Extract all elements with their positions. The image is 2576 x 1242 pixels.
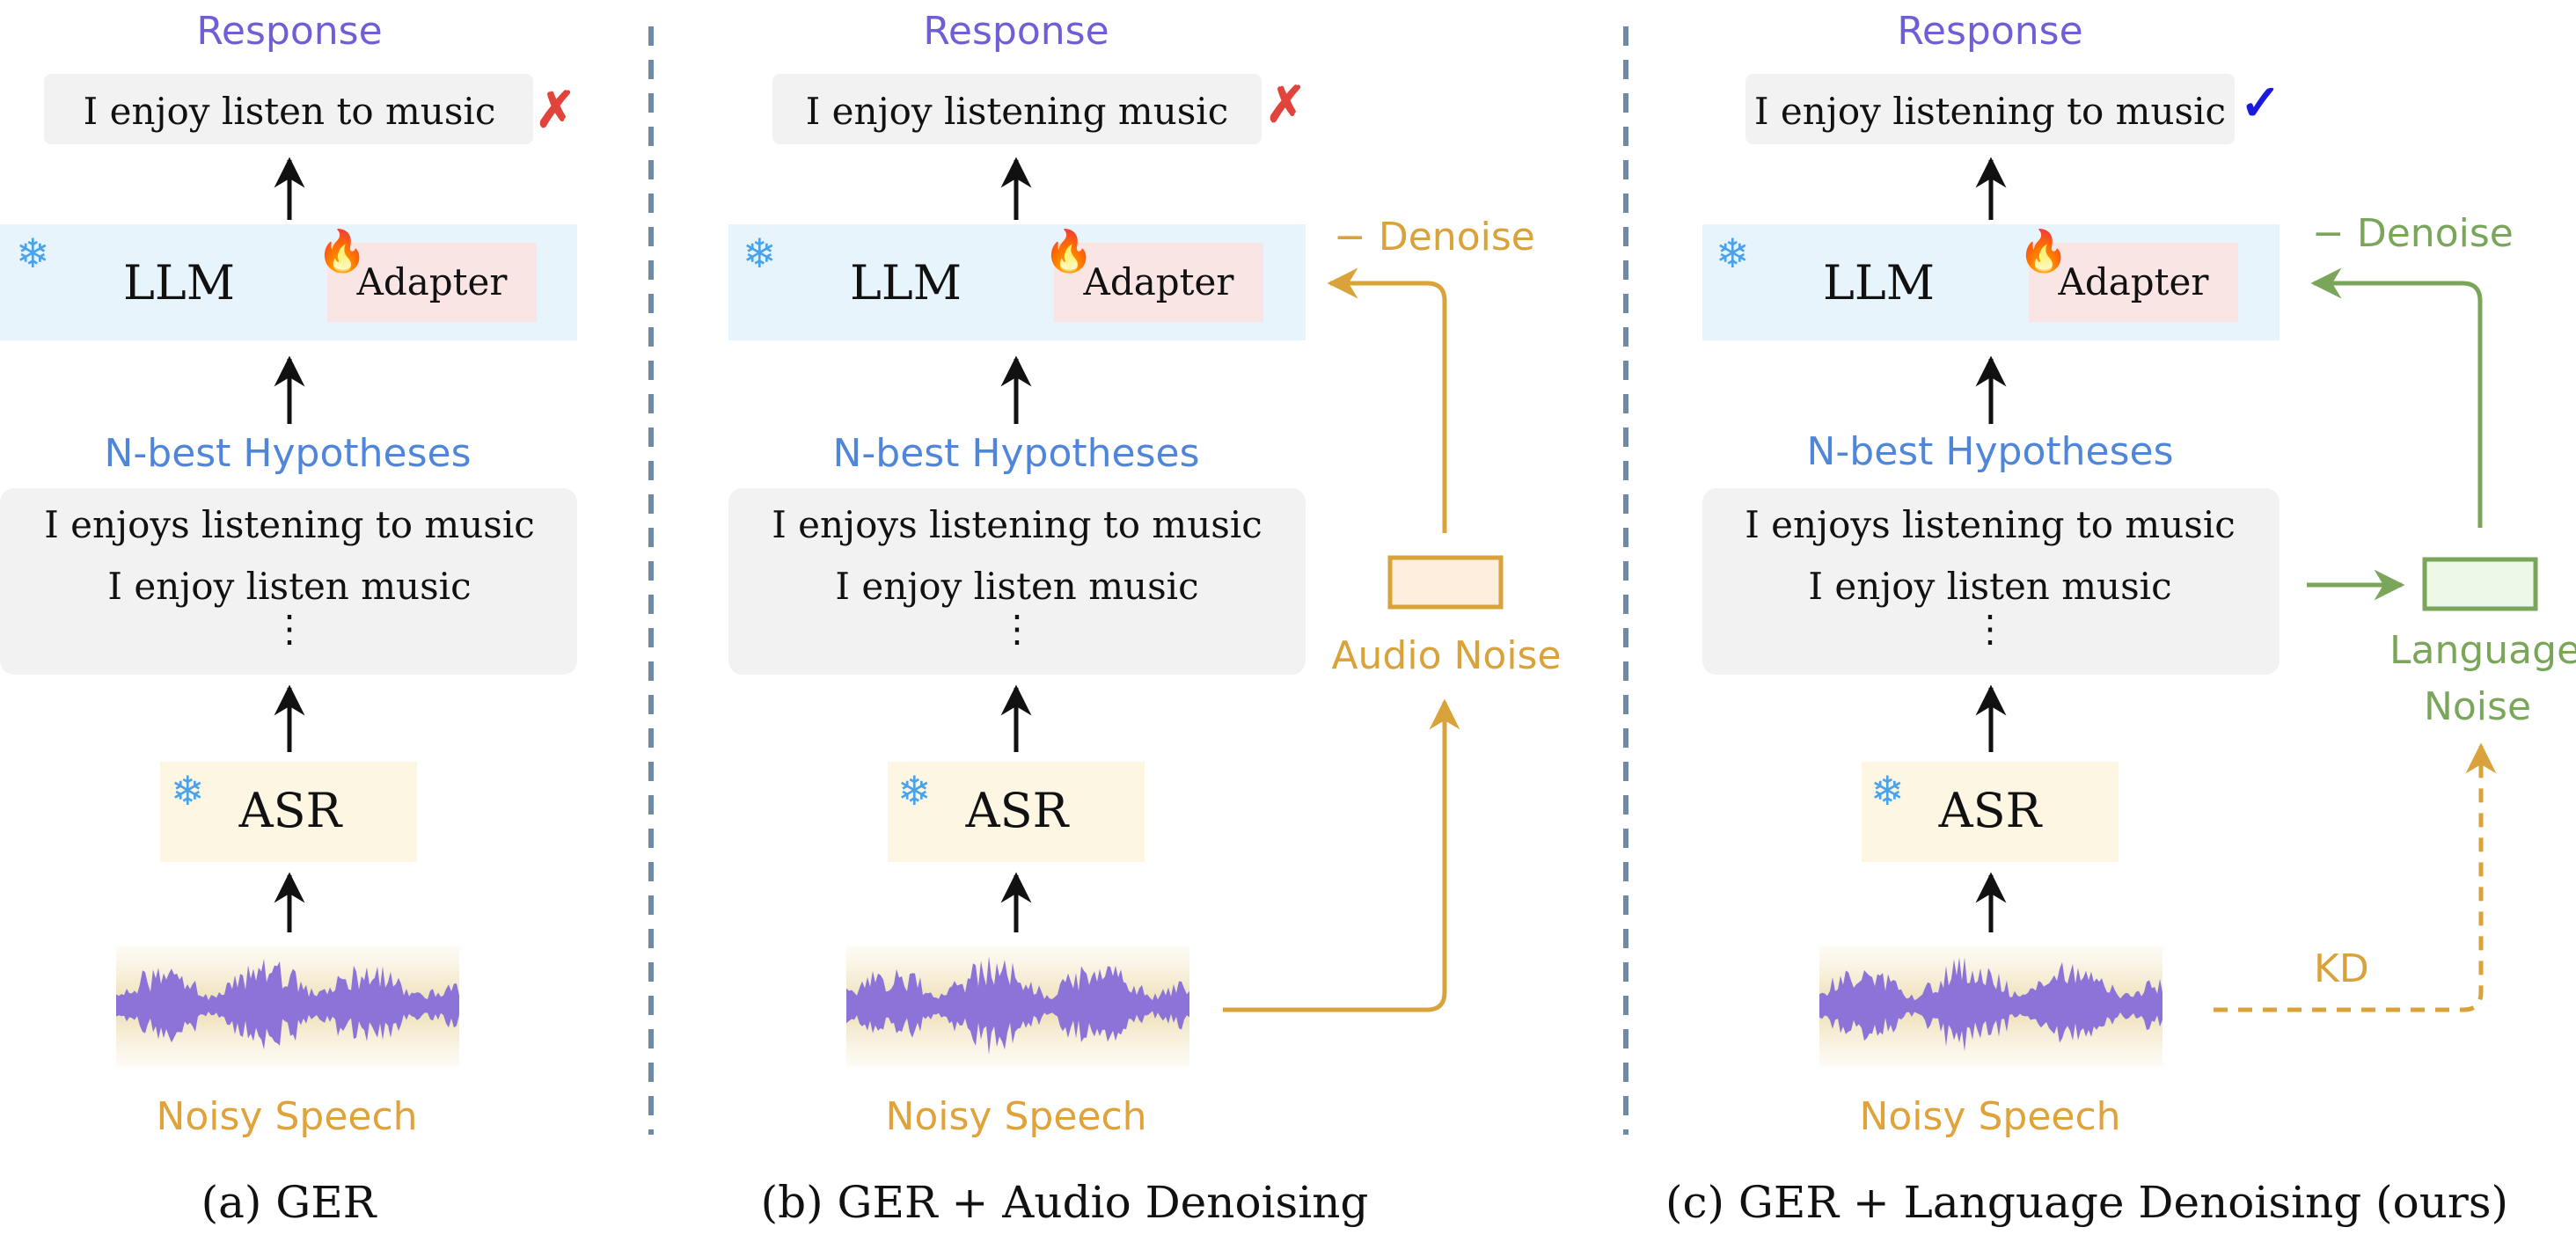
language-noise-label-line1: Language	[2389, 628, 2576, 673]
snowflake-icon: ❄	[897, 767, 932, 815]
adapter-label: Adapter	[356, 260, 508, 303]
adapter-box	[1054, 243, 1263, 322]
asr-box	[1862, 762, 2119, 862]
kd-label: KD	[2314, 946, 2369, 991]
llm-label: LLM	[850, 255, 962, 310]
caption: (b) GER + Audio Denoising	[760, 1177, 1369, 1228]
hypotheses-label: N-best Hypotheses	[832, 431, 1200, 476]
response-label: Response	[196, 9, 383, 54]
hypothesis-2: I enjoy listen music	[107, 565, 472, 608]
fire-icon: 🔥	[2018, 227, 2069, 274]
hypothesis-1: I enjoys listening to music	[1745, 503, 2236, 546]
adapter-box	[327, 243, 537, 322]
response-text: I enjoy listening music	[805, 90, 1229, 133]
language-noise-label: Language Noise	[2389, 623, 2576, 735]
response-box	[44, 74, 533, 144]
denoise-label: − Denoise	[2312, 211, 2514, 256]
noisy-speech-label: Noisy Speech	[885, 1094, 1147, 1139]
hypotheses-label: N-best Hypotheses	[1806, 429, 2174, 474]
arrow-audio-noise-to-adapter	[1327, 267, 1447, 533]
response-label: Response	[923, 9, 1109, 54]
asr-box	[160, 762, 417, 862]
hypotheses-label: N-best Hypotheses	[104, 431, 472, 476]
response-box	[1745, 74, 2235, 144]
snowflake-icon: ❄	[1870, 767, 1905, 815]
cross-mark-icon: ✗	[1265, 76, 1306, 134]
asr-label: ASR	[238, 783, 342, 838]
check-mark-icon: ✓	[2240, 74, 2281, 132]
hypothesis-2: I enjoy listen music	[1808, 565, 2172, 608]
hypotheses-box	[1702, 488, 2280, 675]
cross-mark-icon: ✗	[535, 81, 576, 139]
asr-label: ASR	[1938, 783, 2042, 838]
snowflake-icon: ❄	[171, 767, 205, 815]
snowflake-icon: ❄	[1716, 230, 1750, 277]
caption: (c) GER + Language Denoising (ours)	[1665, 1177, 2509, 1228]
hypothesis-1: I enjoys listening to music	[44, 503, 535, 546]
noisy-speech-label: Noisy Speech	[156, 1094, 418, 1139]
hypotheses-box	[0, 488, 577, 675]
noisy-speech-waveform	[116, 946, 459, 1067]
hypothesis-2: I enjoy listen music	[835, 565, 1199, 608]
hypotheses-box	[728, 488, 1306, 675]
snowflake-icon: ❄	[16, 230, 50, 277]
snowflake-icon: ❄	[743, 230, 777, 277]
noisy-speech-waveform	[846, 946, 1189, 1067]
language-noise-box	[2422, 557, 2538, 611]
fire-icon: 🔥	[1043, 227, 1094, 274]
noisy-speech-label: Noisy Speech	[1859, 1094, 2121, 1139]
arrow-speech-to-audio-noise	[1223, 698, 1460, 1012]
hypothesis-ellipsis: ⋮	[1972, 607, 2009, 650]
audio-noise-label: Audio Noise	[1331, 633, 1562, 678]
denoise-label: − Denoise	[1334, 215, 1535, 259]
fire-icon: 🔥	[317, 227, 368, 274]
language-noise-label-line2: Noise	[2423, 684, 2532, 729]
response-box	[772, 74, 1262, 144]
response-text: I enjoy listen to music	[83, 90, 496, 133]
arrow-kd-dashed	[2214, 742, 2497, 1012]
asr-label: ASR	[965, 783, 1069, 838]
hypothesis-1: I enjoys listening to music	[772, 503, 1262, 546]
caption: (a) GER	[201, 1177, 377, 1228]
llm-label: LLM	[1823, 255, 1936, 310]
noisy-speech-waveform	[1819, 946, 2163, 1067]
response-label: Response	[1897, 9, 2083, 54]
llm-label: LLM	[123, 255, 236, 310]
arrow-language-noise-to-adapter	[2310, 267, 2483, 528]
hypothesis-ellipsis: ⋮	[271, 607, 308, 650]
asr-box	[888, 762, 1145, 862]
adapter-label: Adapter	[2058, 260, 2209, 303]
audio-noise-box	[1387, 555, 1504, 610]
adapter-label: Adapter	[1083, 260, 1234, 303]
response-text: I enjoy listening to music	[1753, 90, 2227, 133]
hypothesis-ellipsis: ⋮	[999, 607, 1036, 650]
adapter-box	[2029, 243, 2238, 322]
